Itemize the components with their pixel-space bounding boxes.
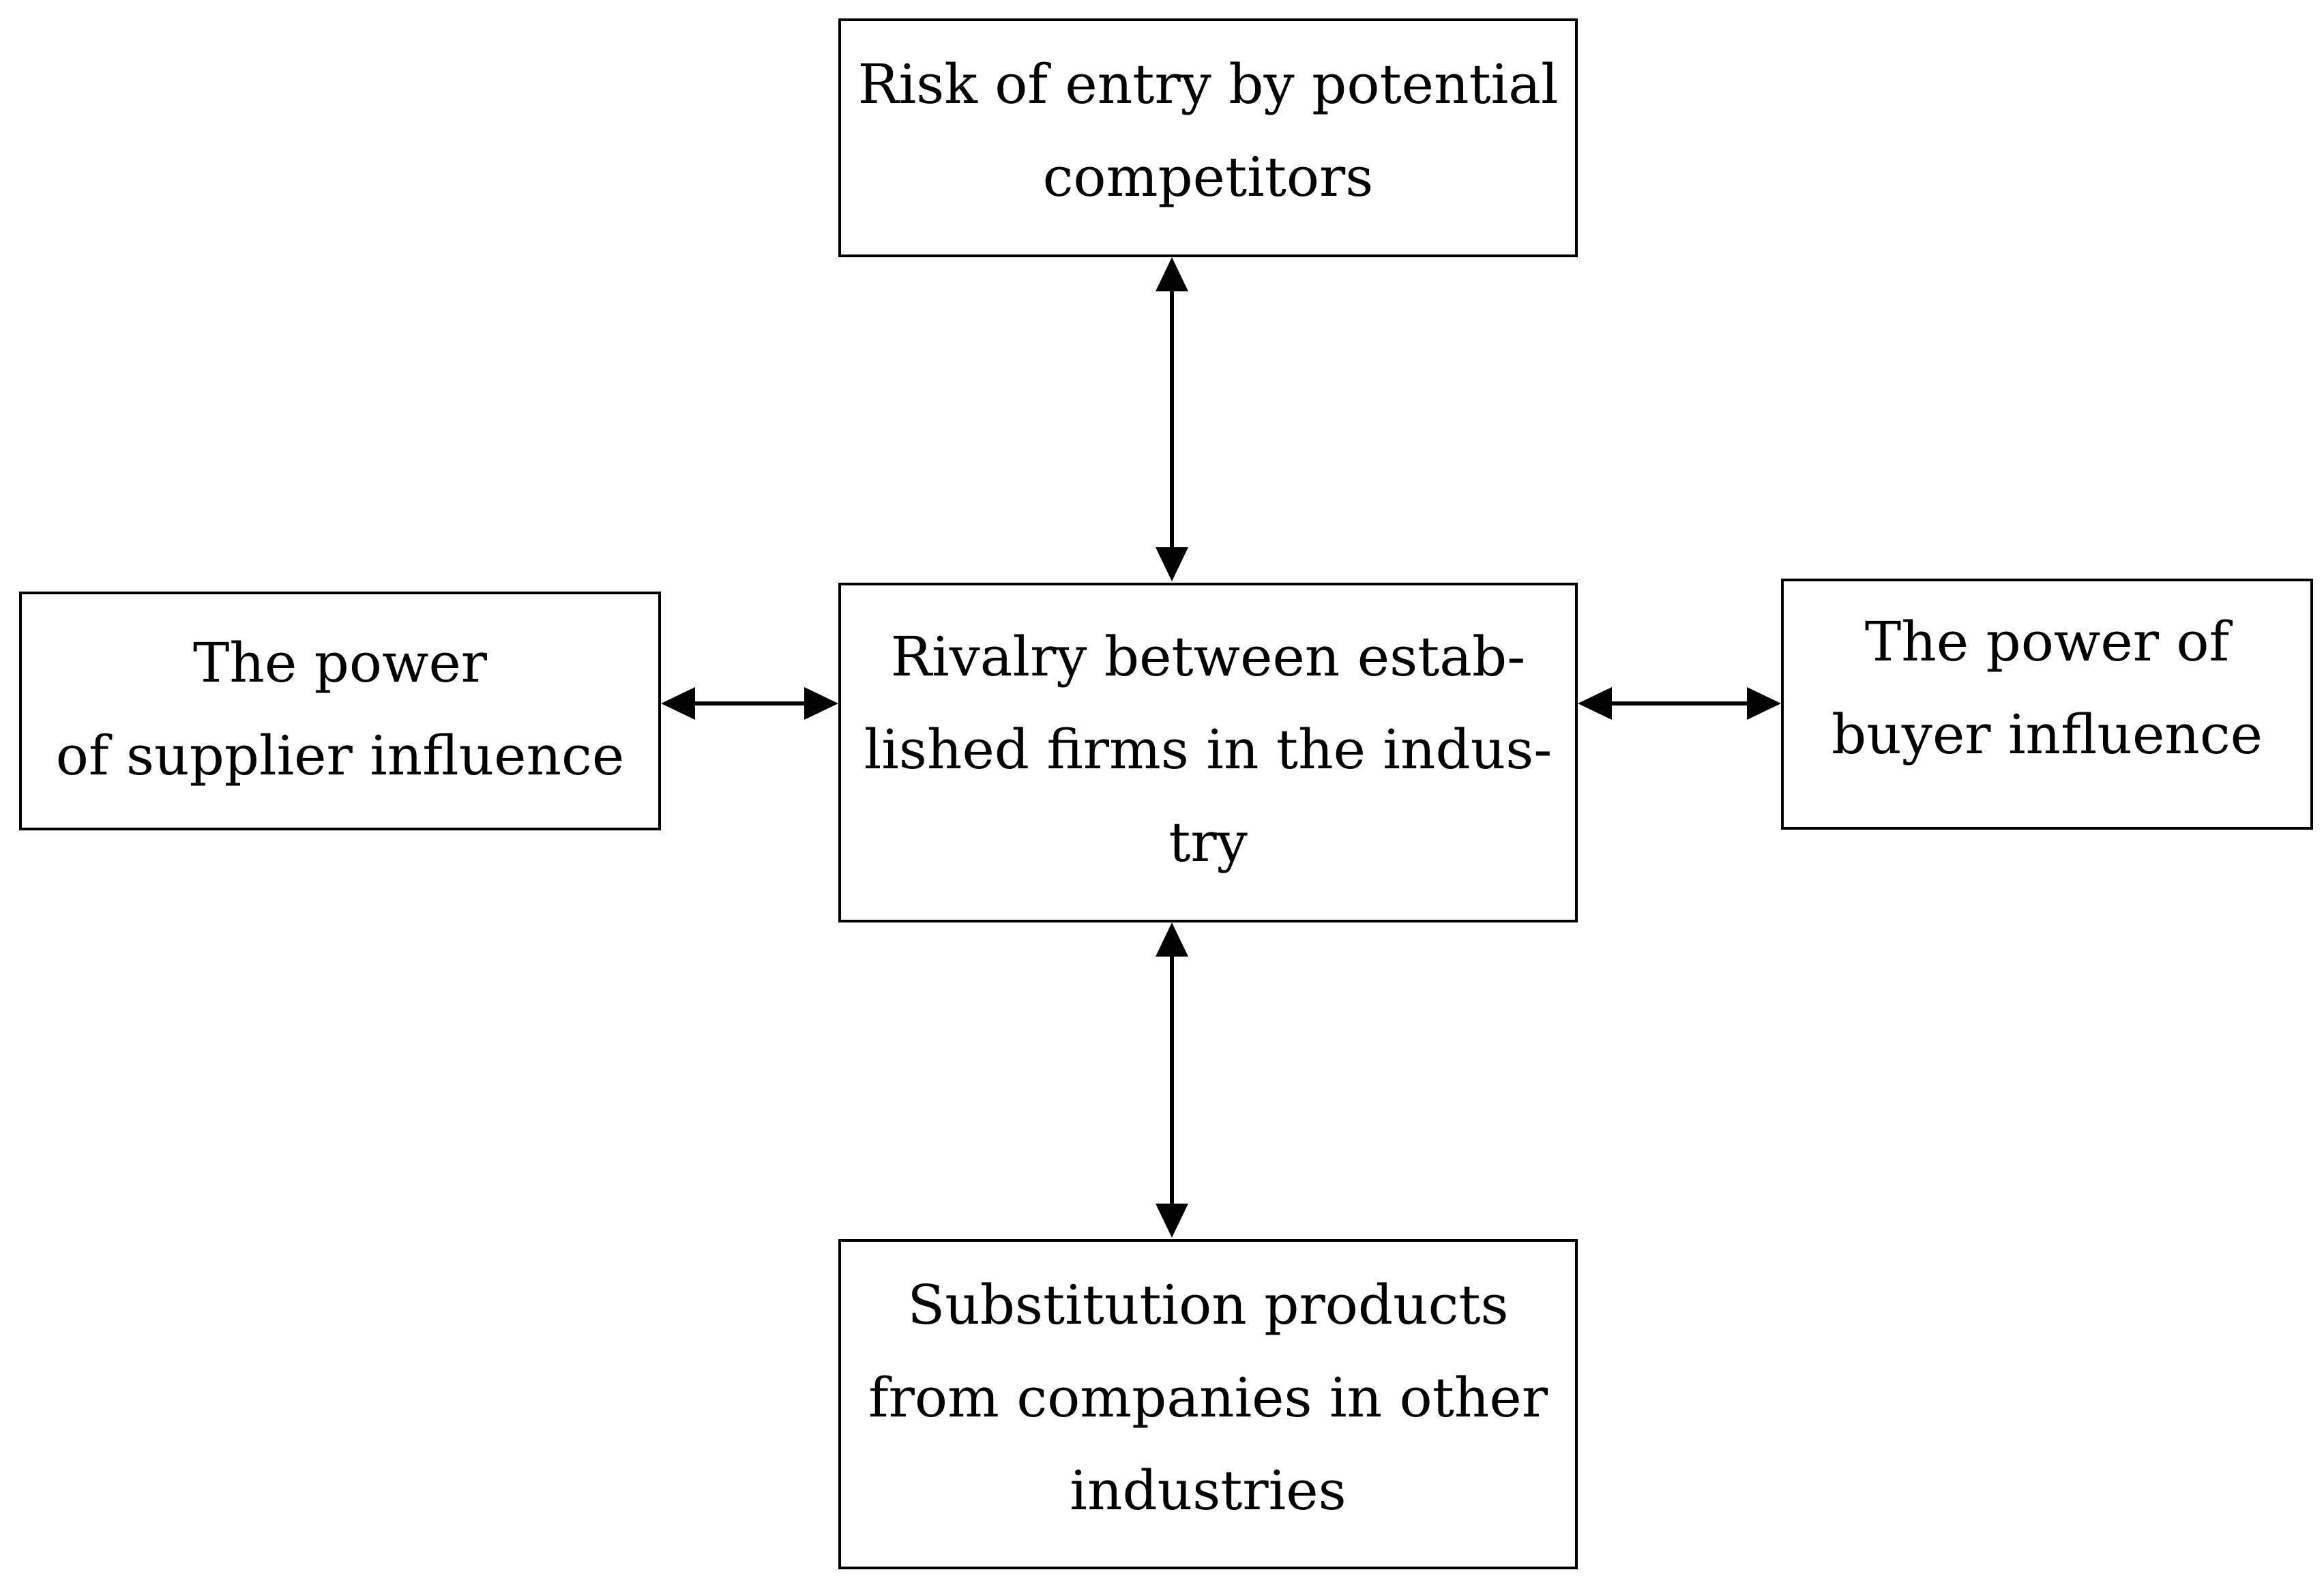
node-label-line: The power of — [1864, 610, 2230, 673]
arrowhead-right-icon — [1747, 687, 1781, 720]
node-label: Substitution products from companies in … — [868, 1259, 1548, 1537]
edge-top-center — [1156, 257, 1188, 581]
arrowhead-up-icon — [1156, 257, 1188, 291]
arrowhead-right-icon — [804, 687, 838, 720]
node-substitution-products: Substitution products from companies in … — [838, 1239, 1578, 1569]
node-label-line: competitors — [1042, 145, 1374, 209]
arrowhead-left-icon — [661, 687, 695, 720]
arrowhead-up-icon — [1156, 922, 1188, 957]
node-label: The power of supplier influence — [56, 617, 624, 802]
node-label-line: of supplier influence — [55, 724, 625, 787]
node-label: Risk of entry by potential competitors — [857, 38, 1558, 224]
arrowhead-down-icon — [1156, 1204, 1188, 1238]
node-rivalry: Rivalry between estab- lished firms in t… — [838, 583, 1578, 922]
node-risk-of-entry: Risk of entry by potential competitors — [838, 18, 1578, 257]
node-label: The power of buyer influence — [1832, 596, 2263, 781]
node-label-line: try — [1168, 811, 1248, 874]
node-label-line: lished firms in the indus- — [864, 718, 1553, 781]
node-label-line: Rivalry between estab- — [890, 625, 1526, 688]
node-label-line: Substitution products — [907, 1273, 1509, 1337]
node-label-line: industries — [1070, 1459, 1347, 1522]
arrowhead-left-icon — [1578, 687, 1612, 720]
node-label: Rivalry between estab- lished firms in t… — [864, 611, 1553, 889]
node-label-line: from companies in other — [868, 1366, 1548, 1429]
arrowhead-down-icon — [1156, 547, 1188, 581]
edge-left-center — [661, 687, 838, 720]
node-buyer-power: The power of buyer influence — [1781, 579, 2313, 830]
node-label-line: buyer influence — [1832, 703, 2263, 766]
edge-center-bottom — [1156, 922, 1188, 1238]
edge-center-right — [1578, 687, 1781, 720]
node-label-line: The power — [192, 631, 488, 695]
node-supplier-power: The power of supplier influence — [19, 592, 661, 830]
node-label-line: Risk of entry by potential — [857, 53, 1559, 116]
